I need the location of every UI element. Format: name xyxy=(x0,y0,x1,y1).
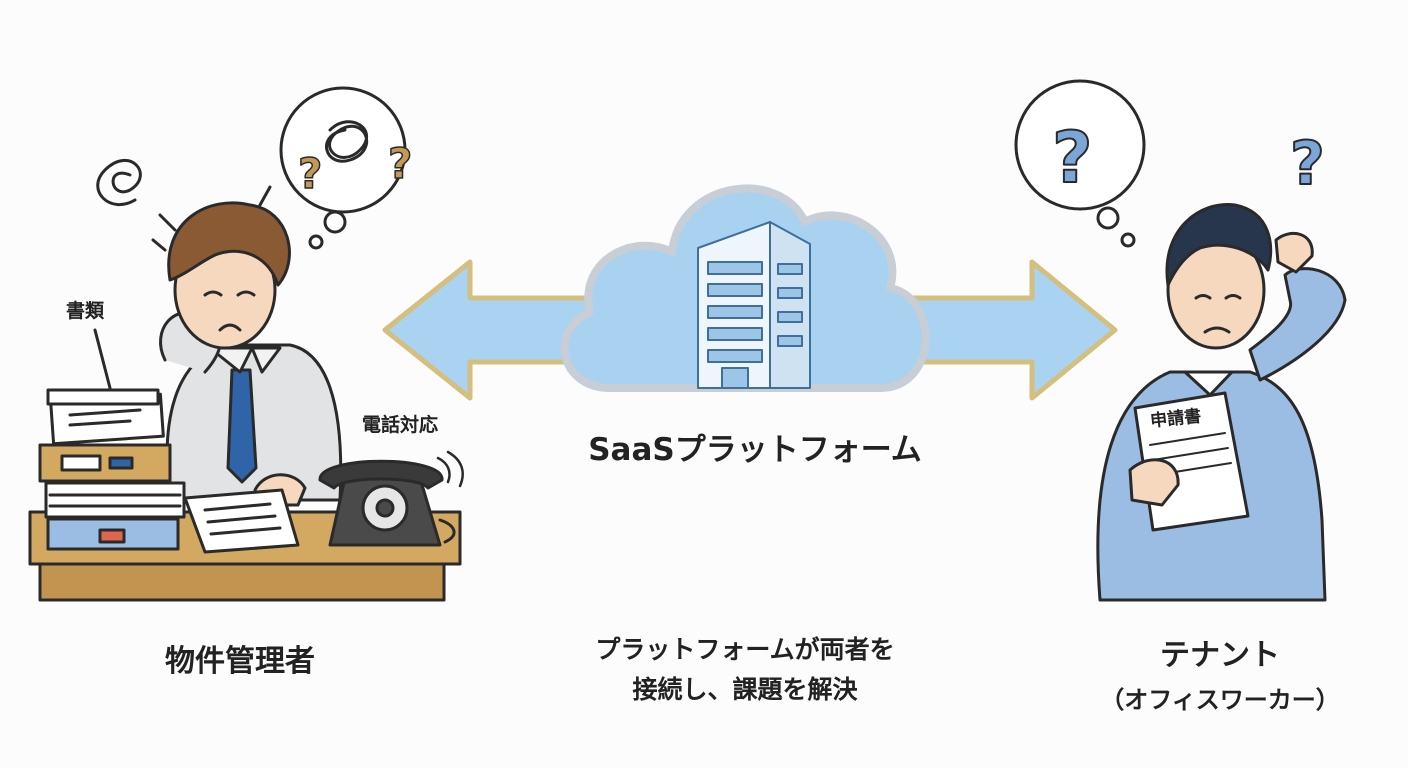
manager-figure xyxy=(151,185,343,507)
question-mark-icon: ? xyxy=(1052,117,1093,199)
rotary-phone-icon xyxy=(318,450,464,547)
question-mark-icon: ? xyxy=(388,139,412,188)
question-mark-icon: ? xyxy=(298,149,322,198)
center-caption-line1: プラットフォームが両者を xyxy=(595,635,895,664)
tenant-caption: テナント （オフィスワーカー） xyxy=(1080,634,1360,722)
tenant-caption-line1: テナント xyxy=(1160,638,1280,673)
tangle-icon xyxy=(325,120,369,163)
manager-thought-bubble: ? ? xyxy=(279,86,413,250)
document-stack-icon xyxy=(46,388,165,446)
desk-paper xyxy=(183,488,300,554)
manager-caption: 物件管理者 xyxy=(165,644,315,679)
tenant-caption-line2: （オフィスワーカー） xyxy=(1100,686,1340,714)
center-caption: プラットフォームが両者を 接続し、課題を解決 xyxy=(545,630,945,710)
platform-caption: SaaSプラットフォーム xyxy=(588,432,922,468)
application-form-label: 申請書 xyxy=(1149,406,1203,432)
tenant-thought-bubble: ? xyxy=(1014,79,1146,248)
phone-label: 電話対応 xyxy=(362,414,439,436)
office-building-icon xyxy=(697,221,811,389)
documents-label: 書類 xyxy=(66,300,105,322)
center-caption-line2: 接続し、課題を解決 xyxy=(632,675,858,704)
stress-scribble xyxy=(96,158,142,207)
documents-pointer xyxy=(93,328,112,390)
tenant-figure xyxy=(1096,202,1347,602)
document-stack-icon xyxy=(44,481,186,551)
binder-icon xyxy=(38,443,172,483)
right-arrow xyxy=(907,259,1118,401)
question-mark-icon: ? xyxy=(1290,129,1325,199)
